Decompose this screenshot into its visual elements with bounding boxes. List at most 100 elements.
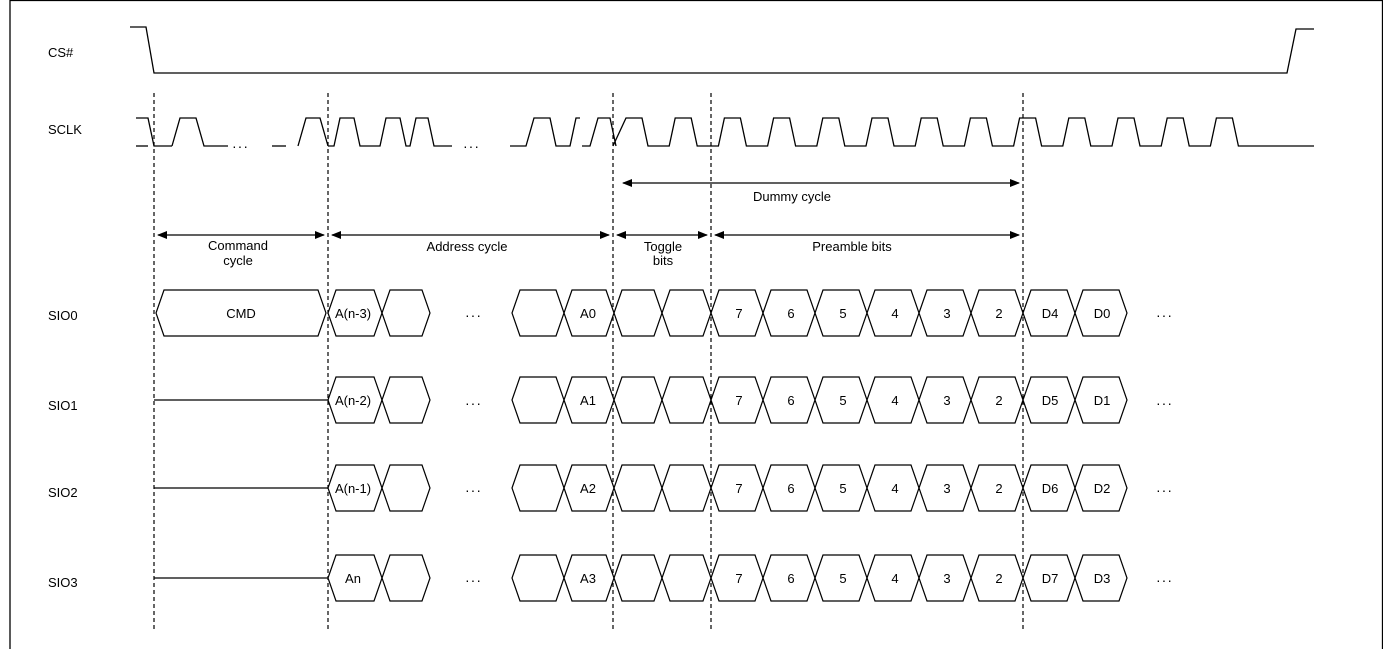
sio3-preamble-text: 4 bbox=[891, 571, 898, 586]
sio3-toggle-cell-1 bbox=[613, 554, 663, 602]
sio0-toggle-cell-2 bbox=[661, 289, 712, 337]
sio2-preamble-text: 7 bbox=[735, 481, 742, 496]
sio3-data-text: D3 bbox=[1094, 571, 1111, 586]
sio1-preamble-text: 5 bbox=[839, 393, 846, 408]
sio0-preamble-text: 4 bbox=[891, 306, 898, 321]
sio2-addr-ellipsis: ··· bbox=[465, 482, 482, 498]
sio2-data-ellipsis: ··· bbox=[1156, 482, 1173, 498]
sio1-data-cell bbox=[1074, 376, 1128, 424]
sio0-addr-last-text: A0 bbox=[580, 306, 596, 321]
sio1-preamble-text: 6 bbox=[787, 393, 794, 408]
sio3-addr-ellipsis: ··· bbox=[465, 572, 482, 588]
sclk-segment bbox=[171, 117, 228, 147]
sio0-preamble-text: 2 bbox=[995, 306, 1002, 321]
sio2-data-text: D6 bbox=[1042, 481, 1059, 496]
sio2-preamble-text: 2 bbox=[995, 481, 1002, 496]
sio2-label: SIO2 bbox=[48, 485, 78, 500]
sio1-toggle-cell-2 bbox=[661, 376, 712, 424]
sclk-segment bbox=[136, 117, 172, 147]
preamble-bits-label: Preamble bits bbox=[812, 239, 892, 254]
sclk-waveform bbox=[136, 117, 1314, 147]
sio2-toggle-cell-2 bbox=[661, 464, 712, 512]
sio2-preamble-text: 4 bbox=[891, 481, 898, 496]
sio0-data-text: D0 bbox=[1094, 306, 1111, 321]
sio1-addr-second-cell bbox=[381, 376, 431, 424]
toggle-bits-label-2: bits bbox=[653, 253, 674, 268]
sio3-addr-second-cell bbox=[381, 554, 431, 602]
sio0-data-ellipsis: ··· bbox=[1156, 307, 1173, 323]
sio0-addr-second-cell bbox=[381, 289, 431, 337]
sio2-preamble-text: 3 bbox=[943, 481, 950, 496]
sio0-cmd-cell bbox=[155, 289, 327, 337]
sio3-preamble-text: 6 bbox=[787, 571, 794, 586]
sio3-addr-last-text: A3 bbox=[580, 571, 596, 586]
sio1-addr-prev-cell bbox=[511, 376, 565, 424]
sio2-addr-prev-cell bbox=[511, 464, 565, 512]
sio3-preamble-text: 2 bbox=[995, 571, 1002, 586]
sclk-segment bbox=[510, 117, 580, 147]
sio1-preamble-text: 4 bbox=[891, 393, 898, 408]
sclk-segment bbox=[297, 117, 329, 147]
sio3-addr-first-text: An bbox=[345, 571, 361, 586]
sio2-addr-first-text: A(n-1) bbox=[335, 481, 371, 496]
sio1-addr-first-text: A(n-2) bbox=[335, 393, 371, 408]
sio3-data-text: D7 bbox=[1042, 571, 1059, 586]
cs-label: CS# bbox=[48, 45, 74, 60]
sio3-preamble-text: 5 bbox=[839, 571, 846, 586]
sio3-addr-prev-cell bbox=[511, 554, 565, 602]
sio1-addr-ellipsis: ··· bbox=[465, 395, 482, 411]
sio0-preamble-text: 5 bbox=[839, 306, 846, 321]
sio3-label: SIO3 bbox=[48, 575, 78, 590]
sio3-waveform: An A3 7 6 5 4 3 2 D7 D3 bbox=[154, 554, 1128, 602]
command-cycle-label-2: cycle bbox=[223, 253, 253, 268]
sio2-addr-last-text: A2 bbox=[580, 481, 596, 496]
sio0-waveform: CMD A(n-3) A0 7 6 5 4 3 2 D4 D0 bbox=[155, 289, 1128, 337]
sio0-preamble-text: 7 bbox=[735, 306, 742, 321]
sio0-data-cell bbox=[1074, 289, 1128, 337]
command-cycle-label-1: Command bbox=[208, 238, 268, 253]
sclk-segment bbox=[612, 117, 1314, 147]
sio1-data-ellipsis: ··· bbox=[1156, 395, 1173, 411]
sio2-toggle-cell-1 bbox=[613, 464, 663, 512]
sio2-data-cell bbox=[1074, 464, 1128, 512]
sio0-preamble-text: 6 bbox=[787, 306, 794, 321]
dummy-cycle-label: Dummy cycle bbox=[753, 189, 831, 204]
sio2-preamble-text: 5 bbox=[839, 481, 846, 496]
sclk-ellipsis-2: ··· bbox=[463, 138, 480, 154]
sio1-preamble-text: 2 bbox=[995, 393, 1002, 408]
sio3-preamble-text: 7 bbox=[735, 571, 742, 586]
sio2-waveform: A(n-1) A2 7 6 5 4 3 2 D6 D2 bbox=[154, 464, 1128, 512]
sio2-data-text: D2 bbox=[1094, 481, 1111, 496]
sio1-toggle-cell-1 bbox=[613, 376, 663, 424]
sio0-data-text: D4 bbox=[1042, 306, 1059, 321]
sio0-toggle-cell-1 bbox=[613, 289, 663, 337]
sio1-data-text: D5 bbox=[1042, 393, 1059, 408]
sio0-addr-prev-cell bbox=[511, 289, 565, 337]
cs-waveform bbox=[130, 26, 1314, 74]
sclk-segment bbox=[328, 117, 452, 147]
sio2-preamble-text: 6 bbox=[787, 481, 794, 496]
sio0-addr-first-text: A(n-3) bbox=[335, 306, 371, 321]
sio0-preamble-text: 3 bbox=[943, 306, 950, 321]
sio3-toggle-cell-2 bbox=[661, 554, 712, 602]
sio0-label: SIO0 bbox=[48, 308, 78, 323]
sclk-segment bbox=[582, 117, 617, 147]
sio2-addr-second-cell bbox=[381, 464, 431, 512]
sio0-cmd-text: CMD bbox=[226, 306, 256, 321]
sio1-label: SIO1 bbox=[48, 398, 78, 413]
sio1-waveform: A(n-2) A1 7 6 5 4 3 2 D5 D1 bbox=[154, 376, 1128, 424]
sio3-data-cell bbox=[1074, 554, 1128, 602]
sclk-ellipsis-1: ··· bbox=[232, 138, 249, 154]
sio3-data-ellipsis: ··· bbox=[1156, 572, 1173, 588]
sio1-data-text: D1 bbox=[1094, 393, 1111, 408]
sclk-label: SCLK bbox=[48, 122, 82, 137]
sio3-preamble-text: 3 bbox=[943, 571, 950, 586]
address-cycle-label: Address cycle bbox=[427, 239, 508, 254]
sio1-preamble-text: 3 bbox=[943, 393, 950, 408]
sio1-preamble-text: 7 bbox=[735, 393, 742, 408]
sio0-addr-ellipsis: ··· bbox=[465, 307, 482, 323]
sio1-addr-last-text: A1 bbox=[580, 393, 596, 408]
toggle-bits-label-1: Toggle bbox=[644, 239, 682, 254]
